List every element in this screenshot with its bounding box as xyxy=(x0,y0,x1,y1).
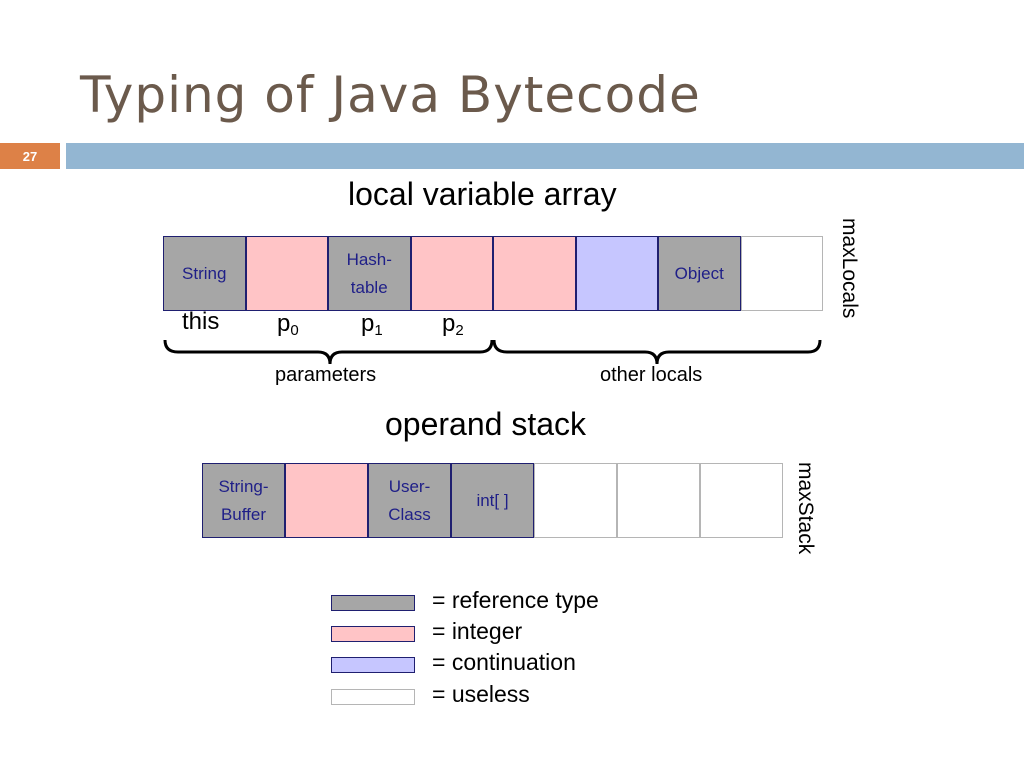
other-locals-brace xyxy=(492,339,822,365)
operand-stack-title: operand stack xyxy=(385,406,587,442)
stack-cell-2: User- Class xyxy=(368,463,451,538)
legend-label-integer: = integer xyxy=(432,618,523,644)
local-cell-3 xyxy=(410,236,493,311)
local-cell-6: Object xyxy=(658,236,741,311)
local-cell-1 xyxy=(245,236,328,311)
legend-label-continuation: = continuation xyxy=(432,649,576,675)
local-cell-7 xyxy=(740,236,823,311)
stack-cell-5 xyxy=(617,463,700,538)
stack-cell-3: int[ ] xyxy=(451,463,534,538)
stack-cell-1 xyxy=(285,463,368,538)
legend-swatch-reference xyxy=(331,595,415,611)
legend-label-reference: = reference type xyxy=(432,587,599,613)
param-p2-label: p2 xyxy=(442,310,464,339)
page-number-badge: 27 xyxy=(0,143,60,169)
legend-swatch-useless xyxy=(331,689,415,705)
other-locals-label: other locals xyxy=(600,364,703,386)
param-this-label: this xyxy=(182,308,220,335)
local-cell-4 xyxy=(493,236,576,311)
param-p1-label: p1 xyxy=(361,310,383,339)
stack-cell-4 xyxy=(534,463,617,538)
parameters-brace xyxy=(163,339,494,365)
legend-label-useless: = useless xyxy=(432,681,530,707)
max-stack-label: maxStack xyxy=(794,462,817,555)
stack-cell-6 xyxy=(700,463,783,538)
stack-cell-0: String- Buffer xyxy=(202,463,285,538)
accent-bar xyxy=(66,143,1024,169)
slide-title: Typing of Java Bytecode xyxy=(80,66,701,124)
param-p0-label: p0 xyxy=(277,310,299,339)
local-cell-0: String xyxy=(163,236,246,311)
local-cell-2: Hash- table xyxy=(328,236,411,311)
legend-swatch-continuation xyxy=(331,657,415,673)
local-cell-5 xyxy=(575,236,658,311)
parameters-label: parameters xyxy=(275,364,377,386)
legend-swatch-integer xyxy=(331,626,415,642)
local-array-title: local variable array xyxy=(348,176,617,212)
